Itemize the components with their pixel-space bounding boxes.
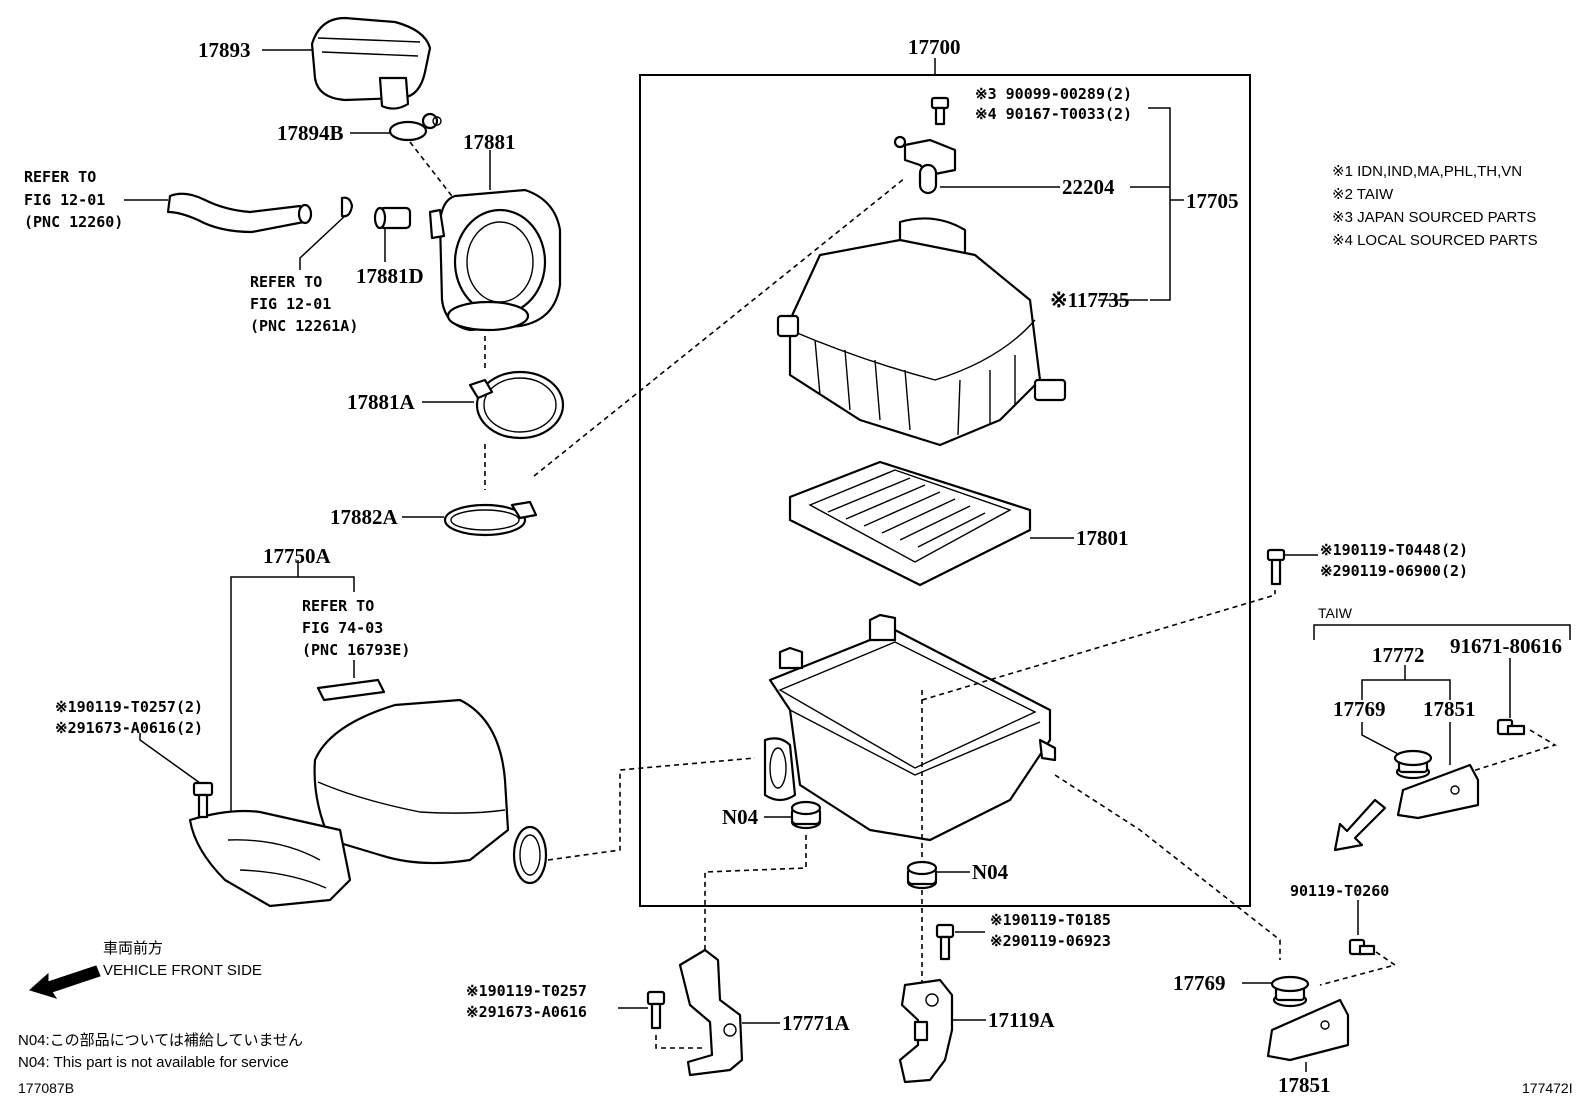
vehicle-front-jp: 車両前方 [103,940,163,957]
part-17894b [388,112,442,142]
refer3-line1: REFER TO [302,597,374,615]
label-n04-left: N04 [722,805,759,829]
bolt-right [1266,548,1286,586]
arrow-down-icon [1333,798,1387,852]
label-17801: 17801 [1076,526,1129,550]
part-17881 [428,188,562,332]
label-17893: 17893 [198,38,251,62]
legend-2: ※2 TAIW [1332,186,1394,203]
label-17881: 17881 [463,130,516,154]
label-17881d: 17881D [356,264,424,288]
refer2-line3: (PNC 12261A) [250,317,358,335]
label-22204: 22204 [1062,175,1115,199]
bolt-right-1: ※190119-T0448(2) [1320,541,1468,559]
legend-4: ※4 LOCAL SOURCED PARTS [1332,232,1538,249]
label-17851-lower: 17851 [1278,1073,1331,1097]
label-17882a: 17882A [330,505,399,529]
grommet-n04-left [790,800,822,830]
part-17750a [188,698,548,908]
vehicle-front-arrow-icon [29,965,101,999]
label-17705: 17705 [1186,189,1239,213]
bolt-90119-t0260 [1348,938,1376,956]
bolt-right-2: ※290119-06900(2) [1320,562,1468,580]
label-17881a: 17881A [347,390,416,414]
refer3-line3: (PNC 16793E) [302,641,410,659]
legend-1: ※1 IDN,IND,MA,PHL,TH,VN [1332,163,1522,180]
part-17700-lower [763,613,1057,842]
bolt-top [930,96,950,126]
label-n04-center: N04 [972,860,1009,884]
label-17894b: 17894B [277,121,344,145]
part-17881d [373,206,412,230]
part-17771a [678,948,744,1077]
label-17700: 17700 [908,35,961,59]
label-17771a: 17771A [782,1011,851,1035]
part-17769-lower [1270,975,1310,1008]
part-17882a [443,500,538,537]
refer3-line2: FIG 74-03 [302,619,383,637]
bolt-left-1: ※190119-T0257(2) [55,698,203,716]
bolt-bottom-left-1: ※190119-T0257 [466,982,587,1000]
legend-3: ※3 JAPAN SOURCED PARTS [1332,209,1536,226]
label-17769-lower: 17769 [1173,971,1226,995]
refer1-line1: REFER TO [24,168,96,186]
bolt-bottom-center-2: ※290119-06923 [990,932,1111,950]
bolt-left [192,781,214,819]
clip-12261a [340,196,354,218]
bolt-top-1: ※3 90099-00289(2) [975,85,1132,103]
n04-note-en: N04: This part is not available for serv… [18,1054,289,1071]
label-90119-t0260: 90119-T0260 [1290,882,1389,900]
bolt-bottom-left [646,990,666,1030]
diagram-code-left: 177087B [18,1080,74,1096]
bolt-bottom-center-1: ※190119-T0185 [990,911,1111,929]
bolt-top-2: ※4 90167-T0033(2) [975,105,1132,123]
label-taiw: TAIW [1318,605,1353,621]
part-22204 [893,135,957,195]
label-17119a: 17119A [988,1008,1055,1032]
n04-note-jp: N04:この部品については補給していません [18,1032,303,1049]
refer2-line2: FIG 12-01 [250,295,331,313]
grommet-n04-center [906,860,938,890]
part-17893 [310,16,432,110]
assembly-box-17700 [639,74,1251,907]
part-17881a [468,370,565,440]
bolt-bottom-left-2: ※291673-A0616 [466,1003,587,1021]
bolt-left-2: ※291673-A0616(2) [55,719,203,737]
label-17769-upper: 17769 [1333,697,1386,721]
part-17851-upper [1396,763,1480,820]
label-17772: 17772 [1372,643,1425,667]
refer1-line3: (PNC 12260) [24,213,123,231]
label-17750a: 17750A [263,544,332,568]
label-91671-80616: 91671-80616 [1450,634,1562,658]
refer2-line1: REFER TO [250,273,322,291]
diagram-code-right: 177472I [1522,1080,1573,1096]
label-pad-16793e [316,678,386,702]
vehicle-front-en: VEHICLE FRONT SIDE [103,962,262,979]
refer1-line2: FIG 12-01 [24,191,105,209]
part-17769-upper [1393,749,1433,780]
part-17851-lower [1266,998,1350,1062]
label-17851-upper: 17851 [1423,697,1476,721]
bolt-bottom-center [935,923,955,961]
part-17119a [898,978,954,1084]
bolt-91671 [1496,718,1526,736]
hose-12260 [166,192,313,234]
label-17735: ※117735 [1050,288,1129,312]
part-17801 [788,460,1032,587]
part-17735 [776,217,1067,447]
